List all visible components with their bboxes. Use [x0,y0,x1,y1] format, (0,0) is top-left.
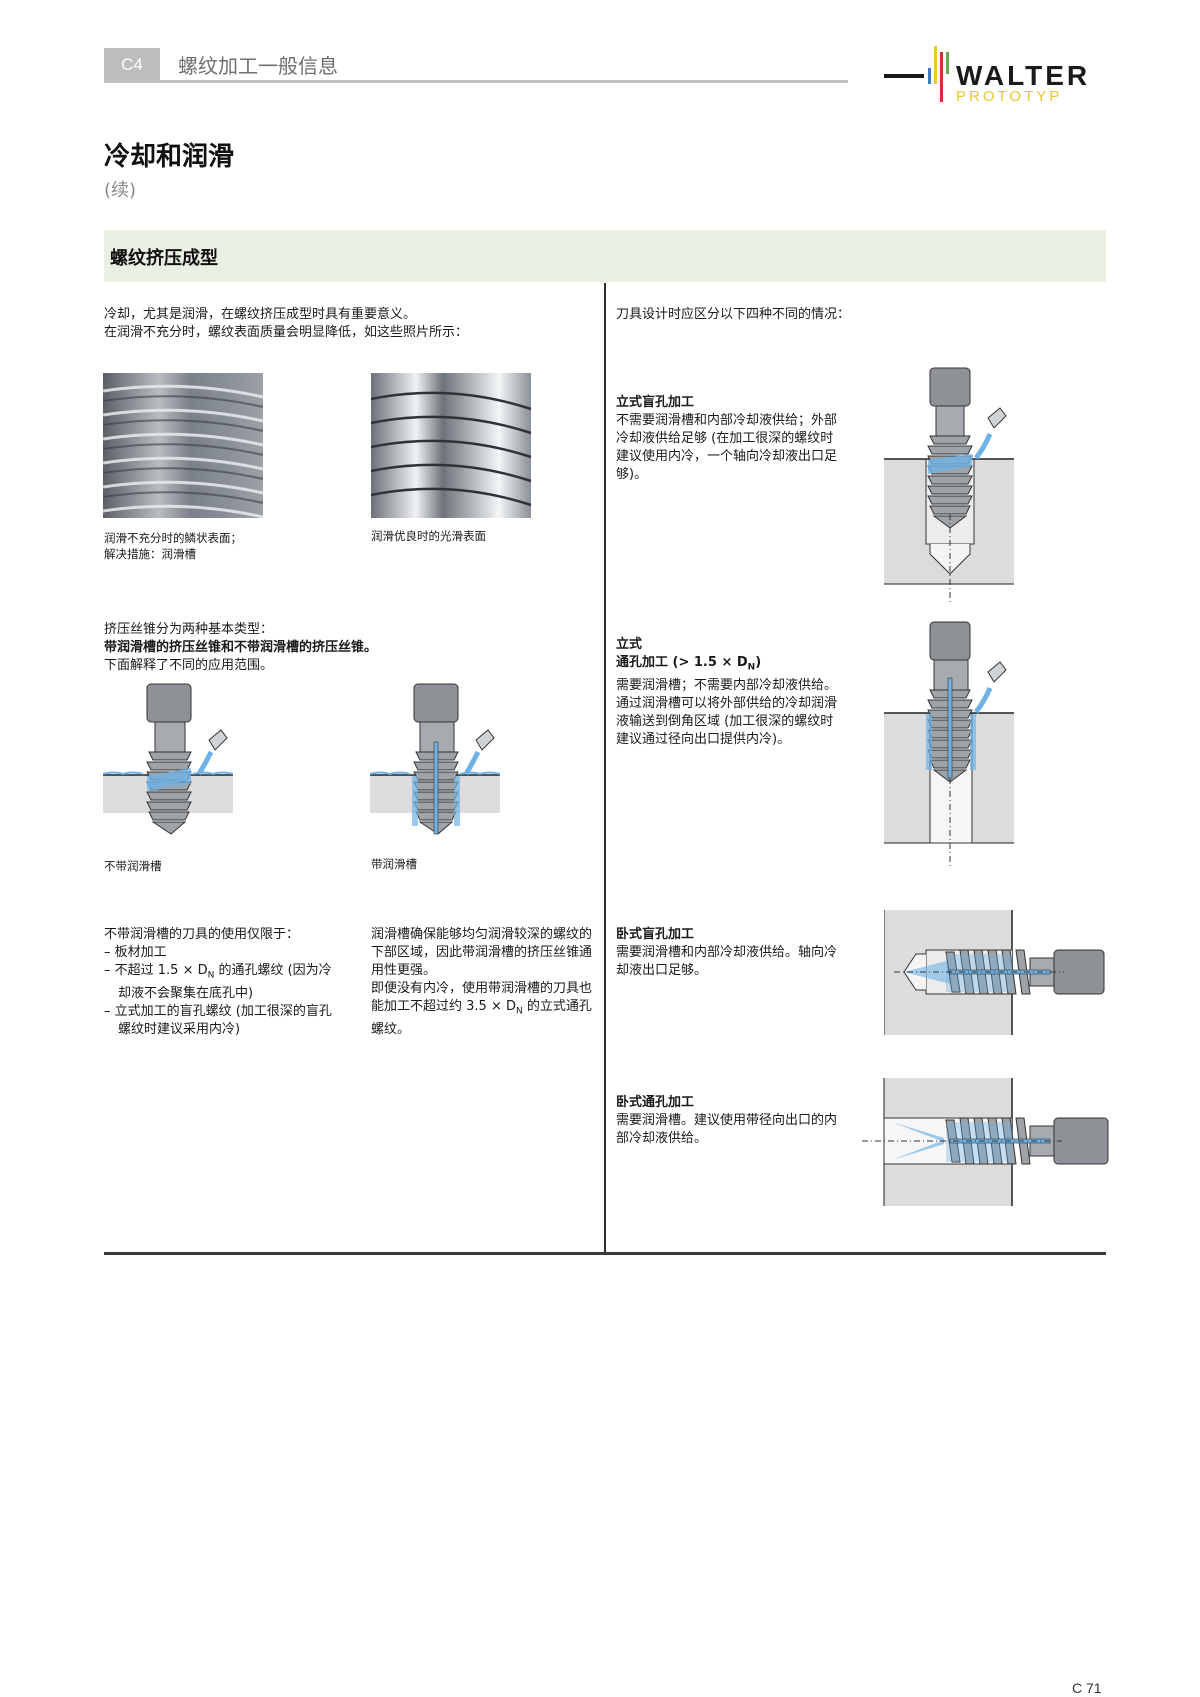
photo-caption-smooth: 润滑优良时的光滑表面 [371,529,486,543]
usage-item-through-hole: – 不超过 1.5 × DN 的通孔螺纹 (因为冷却液不会聚集在底孔中) [104,962,344,1003]
rough-thread-photo [103,373,263,518]
tap-types-line3: 下面解释了不同的应用范围。 [104,658,274,673]
section-title: 螺纹挤压成型 [110,248,218,269]
case-title: 卧式通孔加工 [616,1095,695,1110]
left-intro-line1: 冷却，尤其是润滑，在螺纹挤压成型时具有重要意义。 [104,307,417,322]
usage-item-sheet: – 板材加工 [104,945,167,960]
case-title-2: 通孔加工 (> 1.5 × DN) [616,654,846,677]
logo-bar-green [946,52,949,74]
subscript-n: N [747,662,756,673]
section-header: 螺纹挤压成型 [104,230,1106,282]
logo-bar-yellow [934,46,937,84]
tap-types-line2: 带润滑槽的挤压丝锥和不带润滑槽的挤压丝锥。 [104,640,378,655]
tap-types-text: 挤压丝锥分为两种基本类型： 带润滑槽的挤压丝锥和不带润滑槽的挤压丝锥。 下面解释… [104,621,377,675]
left-intro-line2: 在润滑不充分时，螺纹表面质量会明显降低，如这些照片所示： [104,325,469,340]
case-title-text: ) [755,655,762,670]
case-horizontal-blind: 卧式盲孔加工 需要润滑槽和内部冷却液供给。轴向冷却液出口足够。 [616,926,846,980]
bottom-rule [104,1252,1106,1255]
usage-item-text: 的通孔螺纹 (因为冷却液不会聚集在底孔中) [118,963,332,1001]
case-text: 需要润滑槽；不需要内部冷却液供给。通过润滑槽可以将外部供给的冷却润滑液输送到倒角… [616,677,838,747]
horizontal-blind-hole-figure [884,910,1105,1035]
column-divider [604,283,606,1253]
smooth-thread-photo [371,373,531,518]
case-title: 立式 [616,637,643,652]
page-title: 冷却和润滑 [104,142,235,172]
page-subtitle: (续) [104,180,137,201]
case-text: 不需要润滑槽和内部冷却液供给；外部冷却液供给足够 (在加工很深的螺纹时建议使用内… [616,413,838,482]
logo-dash [884,74,924,78]
left-intro: 冷却，尤其是润滑，在螺纹挤压成型时具有重要意义。 在润滑不充分时，螺纹表面质量会… [104,306,468,342]
chapter-badge: C4 [104,48,160,82]
subscript-n: N [515,1006,523,1017]
caption-line: 解决措施：润滑槽 [104,547,196,561]
case-title: 立式盲孔加工 [616,395,695,410]
case-vertical-blind: 立式盲孔加工 不需要润滑槽和内部冷却液供给；外部冷却液供给足够 (在加工很深的螺… [616,394,846,484]
vertical-through-hole-figure [884,621,1014,868]
figure-caption-groove: 带润滑槽 [371,857,417,871]
case-vertical-through: 立式 通孔加工 (> 1.5 × DN) 需要润滑槽；不需要内部冷却液供给。通过… [616,636,846,749]
header-rule [104,80,848,83]
groove-para2: 即便没有内冷，使用带润滑槽的刀具也能加工不超过约 3.5 × DN 的立式通孔螺… [371,980,599,1039]
para-text: 即便没有内冷，使用带润滑槽的刀具也能加工不超过约 3.5 × D [371,981,593,1014]
usage-item-blind-hole: – 立式加工的盲孔螺纹 (加工很深的盲孔螺纹时建议采用内冷) [104,1003,332,1037]
tap-without-groove-figure [103,683,234,835]
tap-with-groove-figure [370,683,501,835]
logo-brand: WALTER [956,60,1091,91]
tap-types-line1: 挤压丝锥分为两种基本类型： [104,622,274,637]
photo-caption-rough: 润滑不充分时的鳞状表面； 解决措施：润滑槽 [104,530,242,562]
usage-item-text: – 不超过 1.5 × D [104,963,208,978]
right-intro: 刀具设计时应区分以下四种不同的情况： [616,307,851,322]
no-groove-heading: 不带润滑槽的刀具的使用仅限于： [104,927,300,942]
chapter-title: 螺纹加工一般信息 [178,54,338,78]
subscript-n: N [207,970,215,981]
horizontal-through-hole-figure [862,1078,1109,1206]
walter-prototyp-logo: WALTER PROTOTYP [878,44,1110,106]
para-text: 的立式通孔螺纹。 [371,999,592,1037]
logo-bar-blue [928,68,931,84]
caption-line: 润滑不充分时的鳞状表面； [104,531,242,545]
no-groove-usage: 不带润滑槽的刀具的使用仅限于： – 板材加工 – 不超过 1.5 × DN 的通… [104,926,344,1039]
case-title: 卧式盲孔加工 [616,927,695,942]
groove-para1: 润滑槽确保能够均匀润滑较深的螺纹的下部区域，因此带润滑槽的挤压丝锥通用性更强。 [371,927,593,978]
case-title-text: 通孔加工 (> 1.5 × D [616,655,748,670]
case-text: 需要润滑槽和内部冷却液供给。轴向冷却液出口足够。 [616,945,838,978]
figure-caption-no-groove: 不带润滑槽 [104,859,162,873]
logo-sub-brand: PROTOTYP [956,88,1063,105]
vertical-blind-hole-figure [884,367,1014,604]
logo-bar-red [940,52,943,102]
case-text: 需要润滑槽。建议使用带径向出口的内部冷却液供给。 [616,1113,838,1146]
groove-benefits: 润滑槽确保能够均匀润滑较深的螺纹的下部区域，因此带润滑槽的挤压丝锥通用性更强。 … [371,926,599,1039]
case-horizontal-through: 卧式通孔加工 需要润滑槽。建议使用带径向出口的内部冷却液供给。 [616,1094,846,1148]
page-number: C 71 [1072,1680,1102,1696]
